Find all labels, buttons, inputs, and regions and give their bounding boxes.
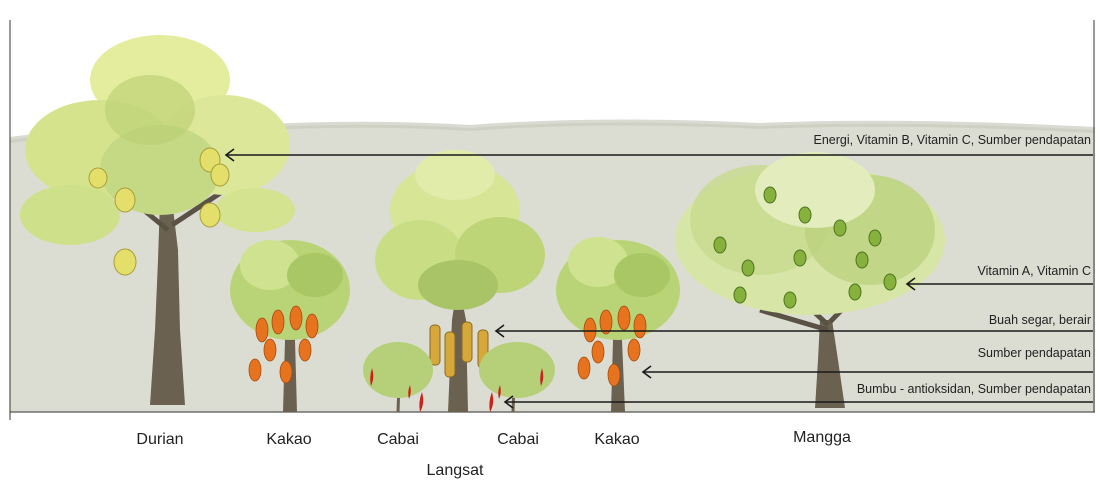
cabai-1-foliage [363, 342, 433, 398]
annotation-buah: Buah segar, berair [989, 313, 1091, 327]
annotation-energi: Energi, Vitamin B, Vitamin C, Sumber pen… [814, 133, 1091, 147]
cabai-2-foliage [479, 342, 555, 398]
annotation-vitamin: Vitamin A, Vitamin C [978, 264, 1091, 278]
label-cabai-1: Cabai [377, 431, 419, 449]
label-cabai-2: Cabai [497, 431, 539, 449]
label-durian: Durian [136, 431, 183, 449]
durian-canopy [20, 35, 295, 245]
label-kakao-1: Kakao [266, 431, 311, 449]
label-mangga: Mangga [793, 429, 851, 447]
kakao-1-foliage [230, 240, 350, 340]
label-langsat: Langsat [427, 462, 484, 480]
label-kakao-2: Kakao [594, 431, 639, 449]
annotation-bumbu: Bumbu - antioksidan, Sumber pendapatan [857, 382, 1091, 396]
annotation-sumber: Sumber pendapatan [978, 346, 1091, 360]
